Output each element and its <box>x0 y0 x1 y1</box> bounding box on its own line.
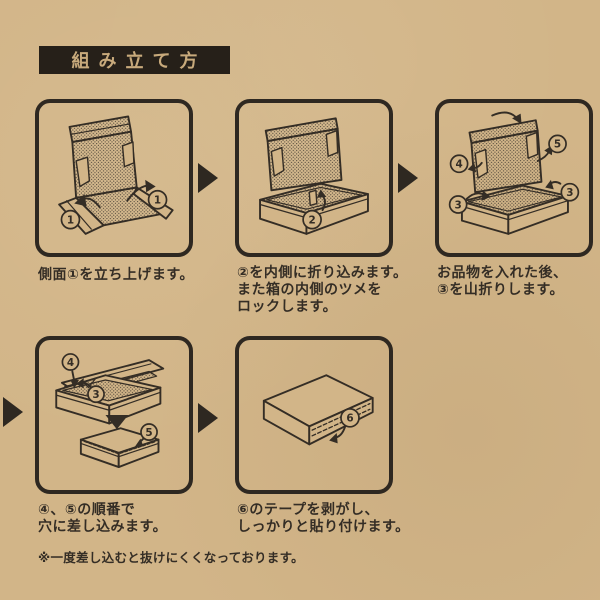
svg-text:1: 1 <box>154 195 161 207</box>
flow-arrow-right-icon <box>198 403 218 433</box>
svg-text:3: 3 <box>455 199 462 211</box>
caption-line: お品物を入れた後、 <box>437 265 568 281</box>
step-2-panel: 2 <box>235 99 393 257</box>
step-1-diagram: 1 1 <box>58 115 174 235</box>
svg-text:3: 3 <box>92 389 99 401</box>
svg-text:1: 1 <box>67 214 74 226</box>
title-banner: 組み立て方 <box>39 46 230 74</box>
caption-line: 穴に差し込みます。 <box>38 519 168 535</box>
step-4-diagram: 4 3 5 <box>55 353 165 469</box>
fold-arrowhead <box>74 194 87 207</box>
fold-arrowhead <box>512 113 522 125</box>
next-sub-step-arrow-icon <box>105 415 129 430</box>
caption-line: ロックします。 <box>237 299 338 315</box>
flow-arrow-right-icon <box>398 163 418 193</box>
fold-arrowhead <box>545 179 554 190</box>
step-5-diagram: 6 <box>262 374 374 446</box>
step-number-badge: 3 <box>87 385 105 404</box>
step-3-panel: 4 5 3 3 <box>435 99 593 257</box>
step-number-badge: 5 <box>548 134 567 154</box>
fold-arrowhead <box>76 378 84 389</box>
footnote: ※一度差し込むと抜けにくくなっております。 <box>38 550 304 565</box>
step-2-diagram: 2 <box>259 117 369 235</box>
page-title: 組み立て方 <box>71 51 207 72</box>
fold-arrowhead <box>70 379 79 389</box>
fold-arrowhead <box>481 190 491 201</box>
step-number-badge: 6 <box>340 407 360 428</box>
svg-text:5: 5 <box>554 139 561 151</box>
step-number-badge: 4 <box>449 154 469 174</box>
fold-arrowhead <box>329 432 338 444</box>
step-number-badge: 1 <box>147 189 168 210</box>
fold-arrowhead <box>316 189 327 198</box>
step-number-badge: 2 <box>302 209 322 230</box>
svg-text:3: 3 <box>566 187 573 199</box>
svg-text:4: 4 <box>455 159 462 171</box>
step-number-badge: 3 <box>560 182 580 202</box>
step-4-caption: ④、⑤の順番で 穴に差し込みます。 <box>38 502 167 536</box>
step-3-caption: お品物を入れた後、 ③を山折りします。 <box>437 265 568 299</box>
step-number-badge: 4 <box>61 353 80 371</box>
svg-text:5: 5 <box>145 427 152 439</box>
step-4-panel: 4 3 5 <box>35 336 193 494</box>
fold-arrowhead <box>133 438 144 449</box>
step-number-badge: 1 <box>60 209 81 230</box>
svg-text:4: 4 <box>67 357 74 369</box>
caption-line: ②を内側に折り込みます。 <box>237 265 408 281</box>
flow-arrow-right-icon <box>198 163 218 193</box>
caption-line: ③を山折りします。 <box>437 282 564 298</box>
step-5-caption: ⑥のテープを剥がし、 しっかりと貼り付けます。 <box>237 502 410 536</box>
fold-arrowhead <box>467 162 477 173</box>
step-number-badge: 3 <box>448 195 468 214</box>
step-1-caption: 側面①を立ち上げます。 <box>38 267 194 284</box>
caption-line: また箱の内側のツメを <box>237 282 382 298</box>
svg-text:2: 2 <box>308 214 315 226</box>
flow-arrow-right-icon <box>3 397 23 427</box>
svg-text:6: 6 <box>346 413 353 425</box>
step-5-panel: 6 <box>235 336 393 494</box>
fold-arrowhead <box>145 179 156 193</box>
step-number-badge: 5 <box>140 423 158 441</box>
step-3-diagram: 4 5 3 3 <box>448 111 580 235</box>
caption-line: 側面①を立ち上げます。 <box>38 267 194 283</box>
caption-line: しっかりと貼り付けます。 <box>237 519 410 535</box>
caption-line: ⑥のテープを剥がし、 <box>237 502 380 518</box>
step-1-panel: 1 1 <box>35 99 193 257</box>
step-2-caption: ②を内側に折り込みます。 また箱の内側のツメを ロックします。 <box>237 265 407 316</box>
caption-line: ④、⑤の順番で <box>38 502 136 518</box>
